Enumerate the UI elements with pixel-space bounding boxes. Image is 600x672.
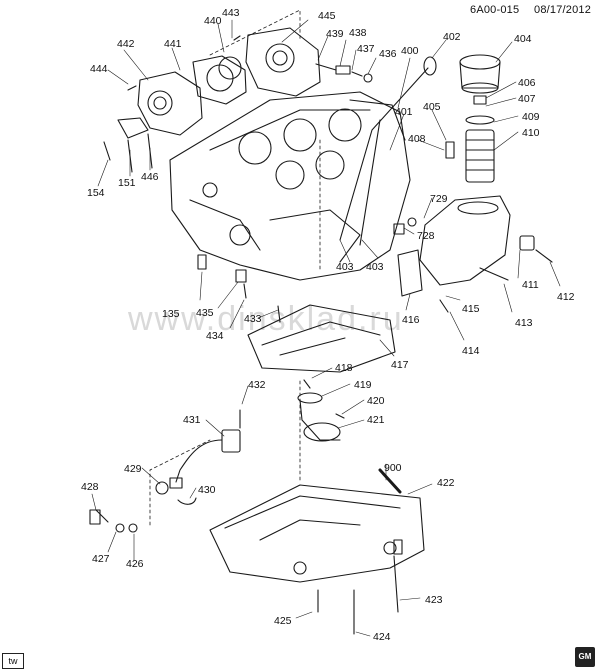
callout-442: 442 xyxy=(117,38,135,50)
callout-419: 419 xyxy=(354,379,372,391)
diagram-date: 08/17/2012 xyxy=(534,4,592,16)
callout-413: 413 xyxy=(515,317,533,329)
oil-filter-assembly xyxy=(393,54,553,313)
callout-151: 151 xyxy=(118,177,136,189)
front-cover-assembly xyxy=(103,27,321,173)
leader-lines xyxy=(91,19,561,637)
callout-432: 432 xyxy=(248,379,266,391)
callout-135: 135 xyxy=(162,308,180,320)
callout-438: 438 xyxy=(349,27,367,39)
oil-level-sensor xyxy=(155,409,241,505)
callout-420: 420 xyxy=(367,395,385,407)
callout-labels: 443 445 440 442 441 444 439 438 437 436 … xyxy=(81,7,575,643)
callout-428: 428 xyxy=(81,481,99,493)
callout-417: 417 xyxy=(391,359,409,371)
callout-405: 405 xyxy=(423,101,441,113)
callout-403-left: 403 xyxy=(336,261,354,273)
callout-402: 402 xyxy=(443,31,461,43)
callout-430: 430 xyxy=(198,484,216,496)
diagram-code: 6A00-015 xyxy=(470,4,520,16)
callout-416: 416 xyxy=(402,314,420,326)
left-sensors xyxy=(197,254,247,299)
callout-154: 154 xyxy=(87,187,105,199)
callout-446: 446 xyxy=(141,171,159,183)
callout-444: 444 xyxy=(90,63,108,75)
callout-445: 445 xyxy=(318,10,336,22)
callout-409: 409 xyxy=(522,111,540,123)
callout-439: 439 xyxy=(326,28,344,40)
callout-418: 418 xyxy=(335,362,353,374)
cover-bolts xyxy=(315,63,373,83)
alignment-lines xyxy=(149,9,321,526)
callout-425: 425 xyxy=(274,615,292,627)
callout-429: 429 xyxy=(124,463,142,475)
tw-tag: tw xyxy=(2,653,24,669)
callout-426: 426 xyxy=(126,558,144,570)
callout-433: 433 xyxy=(244,313,262,325)
callout-434: 434 xyxy=(206,330,224,342)
callout-900: 900 xyxy=(384,462,402,474)
oil-pan xyxy=(89,468,425,635)
callout-421: 421 xyxy=(367,414,385,426)
callout-406: 406 xyxy=(518,77,536,89)
callout-415: 415 xyxy=(462,303,480,315)
dipstick xyxy=(339,56,437,246)
oil-pickup-tube xyxy=(297,379,345,442)
callout-728: 728 xyxy=(417,230,435,242)
callout-414: 414 xyxy=(462,345,480,357)
callout-427: 427 xyxy=(92,553,110,565)
callout-437: 437 xyxy=(357,43,375,55)
callout-408: 408 xyxy=(408,133,426,145)
gm-logo: GM xyxy=(575,647,595,667)
callout-423: 423 xyxy=(425,594,443,606)
callout-440: 440 xyxy=(204,15,222,27)
callout-401: 401 xyxy=(395,106,413,118)
callout-422: 422 xyxy=(437,477,455,489)
callout-431: 431 xyxy=(183,414,201,426)
engine-block xyxy=(169,91,411,281)
callout-443: 443 xyxy=(222,7,240,19)
callout-435: 435 xyxy=(196,307,214,319)
callout-436: 436 xyxy=(379,48,397,60)
callout-411: 411 xyxy=(522,279,539,291)
callout-412: 412 xyxy=(557,291,575,303)
callout-407: 407 xyxy=(518,93,536,105)
callout-403-right: 403 xyxy=(366,261,384,273)
callout-424: 424 xyxy=(373,631,391,643)
callout-410: 410 xyxy=(522,127,540,139)
callout-400: 400 xyxy=(401,45,419,57)
callout-729: 729 xyxy=(430,193,448,205)
oil-pan-baffle xyxy=(247,304,396,373)
callout-404: 404 xyxy=(514,33,532,45)
callout-441: 441 xyxy=(164,38,182,50)
